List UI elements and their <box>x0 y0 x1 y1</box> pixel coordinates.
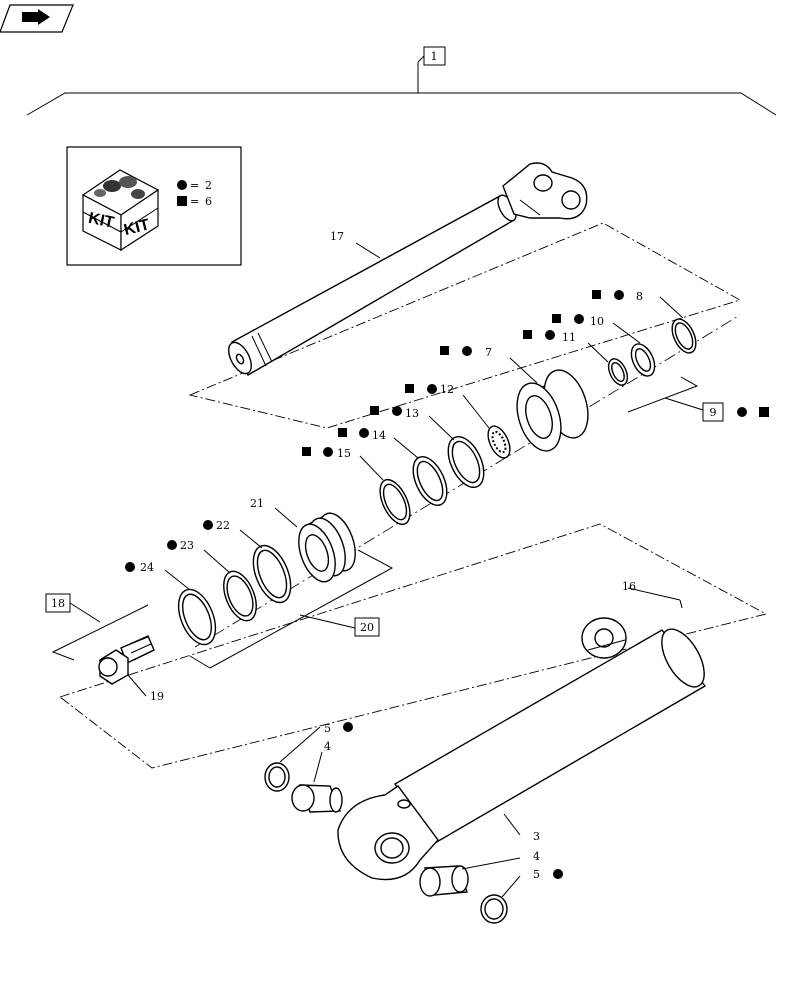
barrel-group-boundary <box>59 523 768 769</box>
circle-marker-icon <box>343 722 353 732</box>
label-21: 21 <box>250 497 264 510</box>
circle-marker-icon <box>462 346 472 356</box>
circle-marker-icon <box>177 180 187 190</box>
label-13: 13 <box>405 407 419 420</box>
circle-marker-icon <box>574 314 584 324</box>
legend-square-value: 6 <box>205 195 212 208</box>
label-12: 12 <box>440 383 454 396</box>
cylinder-barrel <box>337 617 707 881</box>
label-19: 19 <box>150 690 164 703</box>
circle-marker-icon <box>737 407 747 417</box>
label-4-bottom: 4 <box>533 850 540 863</box>
label-3: 3 <box>533 830 540 843</box>
svg-text:=: = <box>190 195 199 208</box>
label-7: 7 <box>485 346 492 359</box>
group-9-box <box>702 402 724 422</box>
bolt-19 <box>98 635 155 685</box>
square-marker-icon <box>177 196 187 206</box>
label-9: 9 <box>710 406 717 419</box>
circle-marker-icon <box>125 562 135 572</box>
square-marker-icon <box>592 290 601 299</box>
label-11: 11 <box>562 331 576 344</box>
kit-label-left: KIT <box>87 210 116 232</box>
circle-marker-icon <box>359 428 369 438</box>
circle-marker-icon <box>553 869 563 879</box>
nav-arrow-icon[interactable] <box>0 4 74 33</box>
bushing-4-bottom <box>419 865 469 897</box>
label-17: 17 <box>330 230 344 243</box>
kit-legend: KIT KIT = 2 = 6 <box>66 146 242 266</box>
square-marker-icon <box>405 384 414 393</box>
piston-rod <box>228 162 588 376</box>
label-20: 20 <box>360 621 374 634</box>
label-16: 16 <box>622 580 636 593</box>
square-marker-icon <box>523 330 532 339</box>
bearing-12 <box>487 425 511 459</box>
label-24: 24 <box>140 561 154 574</box>
square-marker-icon <box>759 407 769 417</box>
label-14: 14 <box>372 429 386 442</box>
piston <box>516 369 589 452</box>
square-marker-icon <box>440 346 449 355</box>
square-marker-icon <box>552 314 561 323</box>
label-18: 18 <box>51 597 65 610</box>
square-marker-icon <box>338 428 347 437</box>
label-5-bottom: 5 <box>533 868 540 881</box>
kit-label-right: KIT <box>122 216 151 239</box>
label-10: 10 <box>590 315 604 328</box>
square-marker-icon <box>302 447 311 456</box>
group-20-box <box>354 617 380 637</box>
circle-marker-icon <box>427 384 437 394</box>
label-15: 15 <box>337 447 351 460</box>
svg-text:=: = <box>190 179 199 192</box>
label-1: 1 <box>431 50 438 63</box>
legend-circle-value: 2 <box>205 179 212 192</box>
circle-marker-icon <box>167 540 177 550</box>
label-22: 22 <box>216 519 230 532</box>
label-5-top: 5 <box>324 722 331 735</box>
label-23: 23 <box>180 539 194 552</box>
circle-marker-icon <box>323 447 333 457</box>
circle-marker-icon <box>392 406 402 416</box>
bushing-4-top <box>291 784 343 813</box>
label-8: 8 <box>636 290 643 303</box>
circle-marker-icon <box>614 290 624 300</box>
circle-marker-icon <box>545 330 555 340</box>
assembly-bracket: 1 <box>26 46 777 116</box>
circle-marker-icon <box>203 520 213 530</box>
label-4-top: 4 <box>324 740 331 753</box>
gland-21 <box>298 512 356 583</box>
rod-group-boundary <box>188 222 742 429</box>
kit-box-icon: KIT KIT <box>81 169 160 252</box>
square-marker-icon <box>370 406 379 415</box>
